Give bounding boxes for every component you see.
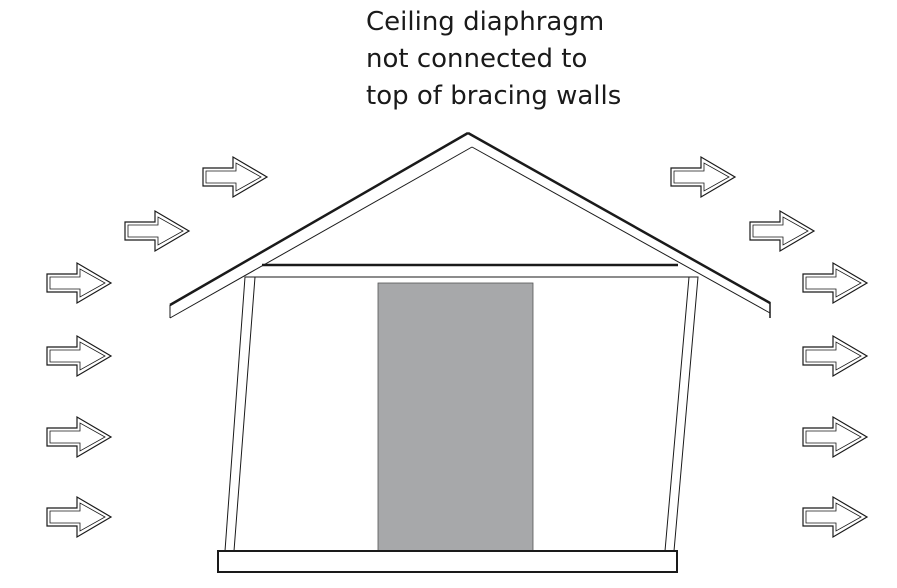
left-wind-arrow-icon bbox=[46, 416, 112, 458]
roof bbox=[169, 131, 771, 319]
left-wall bbox=[224, 276, 256, 552]
right-wind-arrow-icon bbox=[802, 496, 868, 538]
left-wind-arrow-icon bbox=[46, 496, 112, 538]
left-wind-arrow-icon bbox=[46, 335, 112, 377]
caption-line-1: Ceiling diaphragm bbox=[366, 7, 605, 37]
right-wall bbox=[664, 276, 699, 552]
right-wind-arrow-icon bbox=[802, 416, 868, 458]
right-wind-arrow-icon bbox=[802, 262, 868, 304]
ceiling-diaphragm bbox=[245, 263, 697, 278]
right-wind-arrow-icon bbox=[670, 156, 736, 198]
door bbox=[377, 282, 534, 552]
caption-line-2: not connected to bbox=[366, 44, 588, 74]
floor-base bbox=[217, 550, 678, 573]
caption-line-3: top of bracing walls bbox=[366, 81, 622, 111]
right-wind-arrow-icon bbox=[802, 335, 868, 377]
left-wind-arrow-icon bbox=[46, 262, 112, 304]
caption: Ceiling diaphragm not connected to top o… bbox=[366, 4, 621, 115]
right-wind-arrow-icon bbox=[749, 210, 815, 252]
left-wind-arrow-icon bbox=[124, 210, 190, 252]
left-wind-arrow-icon bbox=[202, 156, 268, 198]
